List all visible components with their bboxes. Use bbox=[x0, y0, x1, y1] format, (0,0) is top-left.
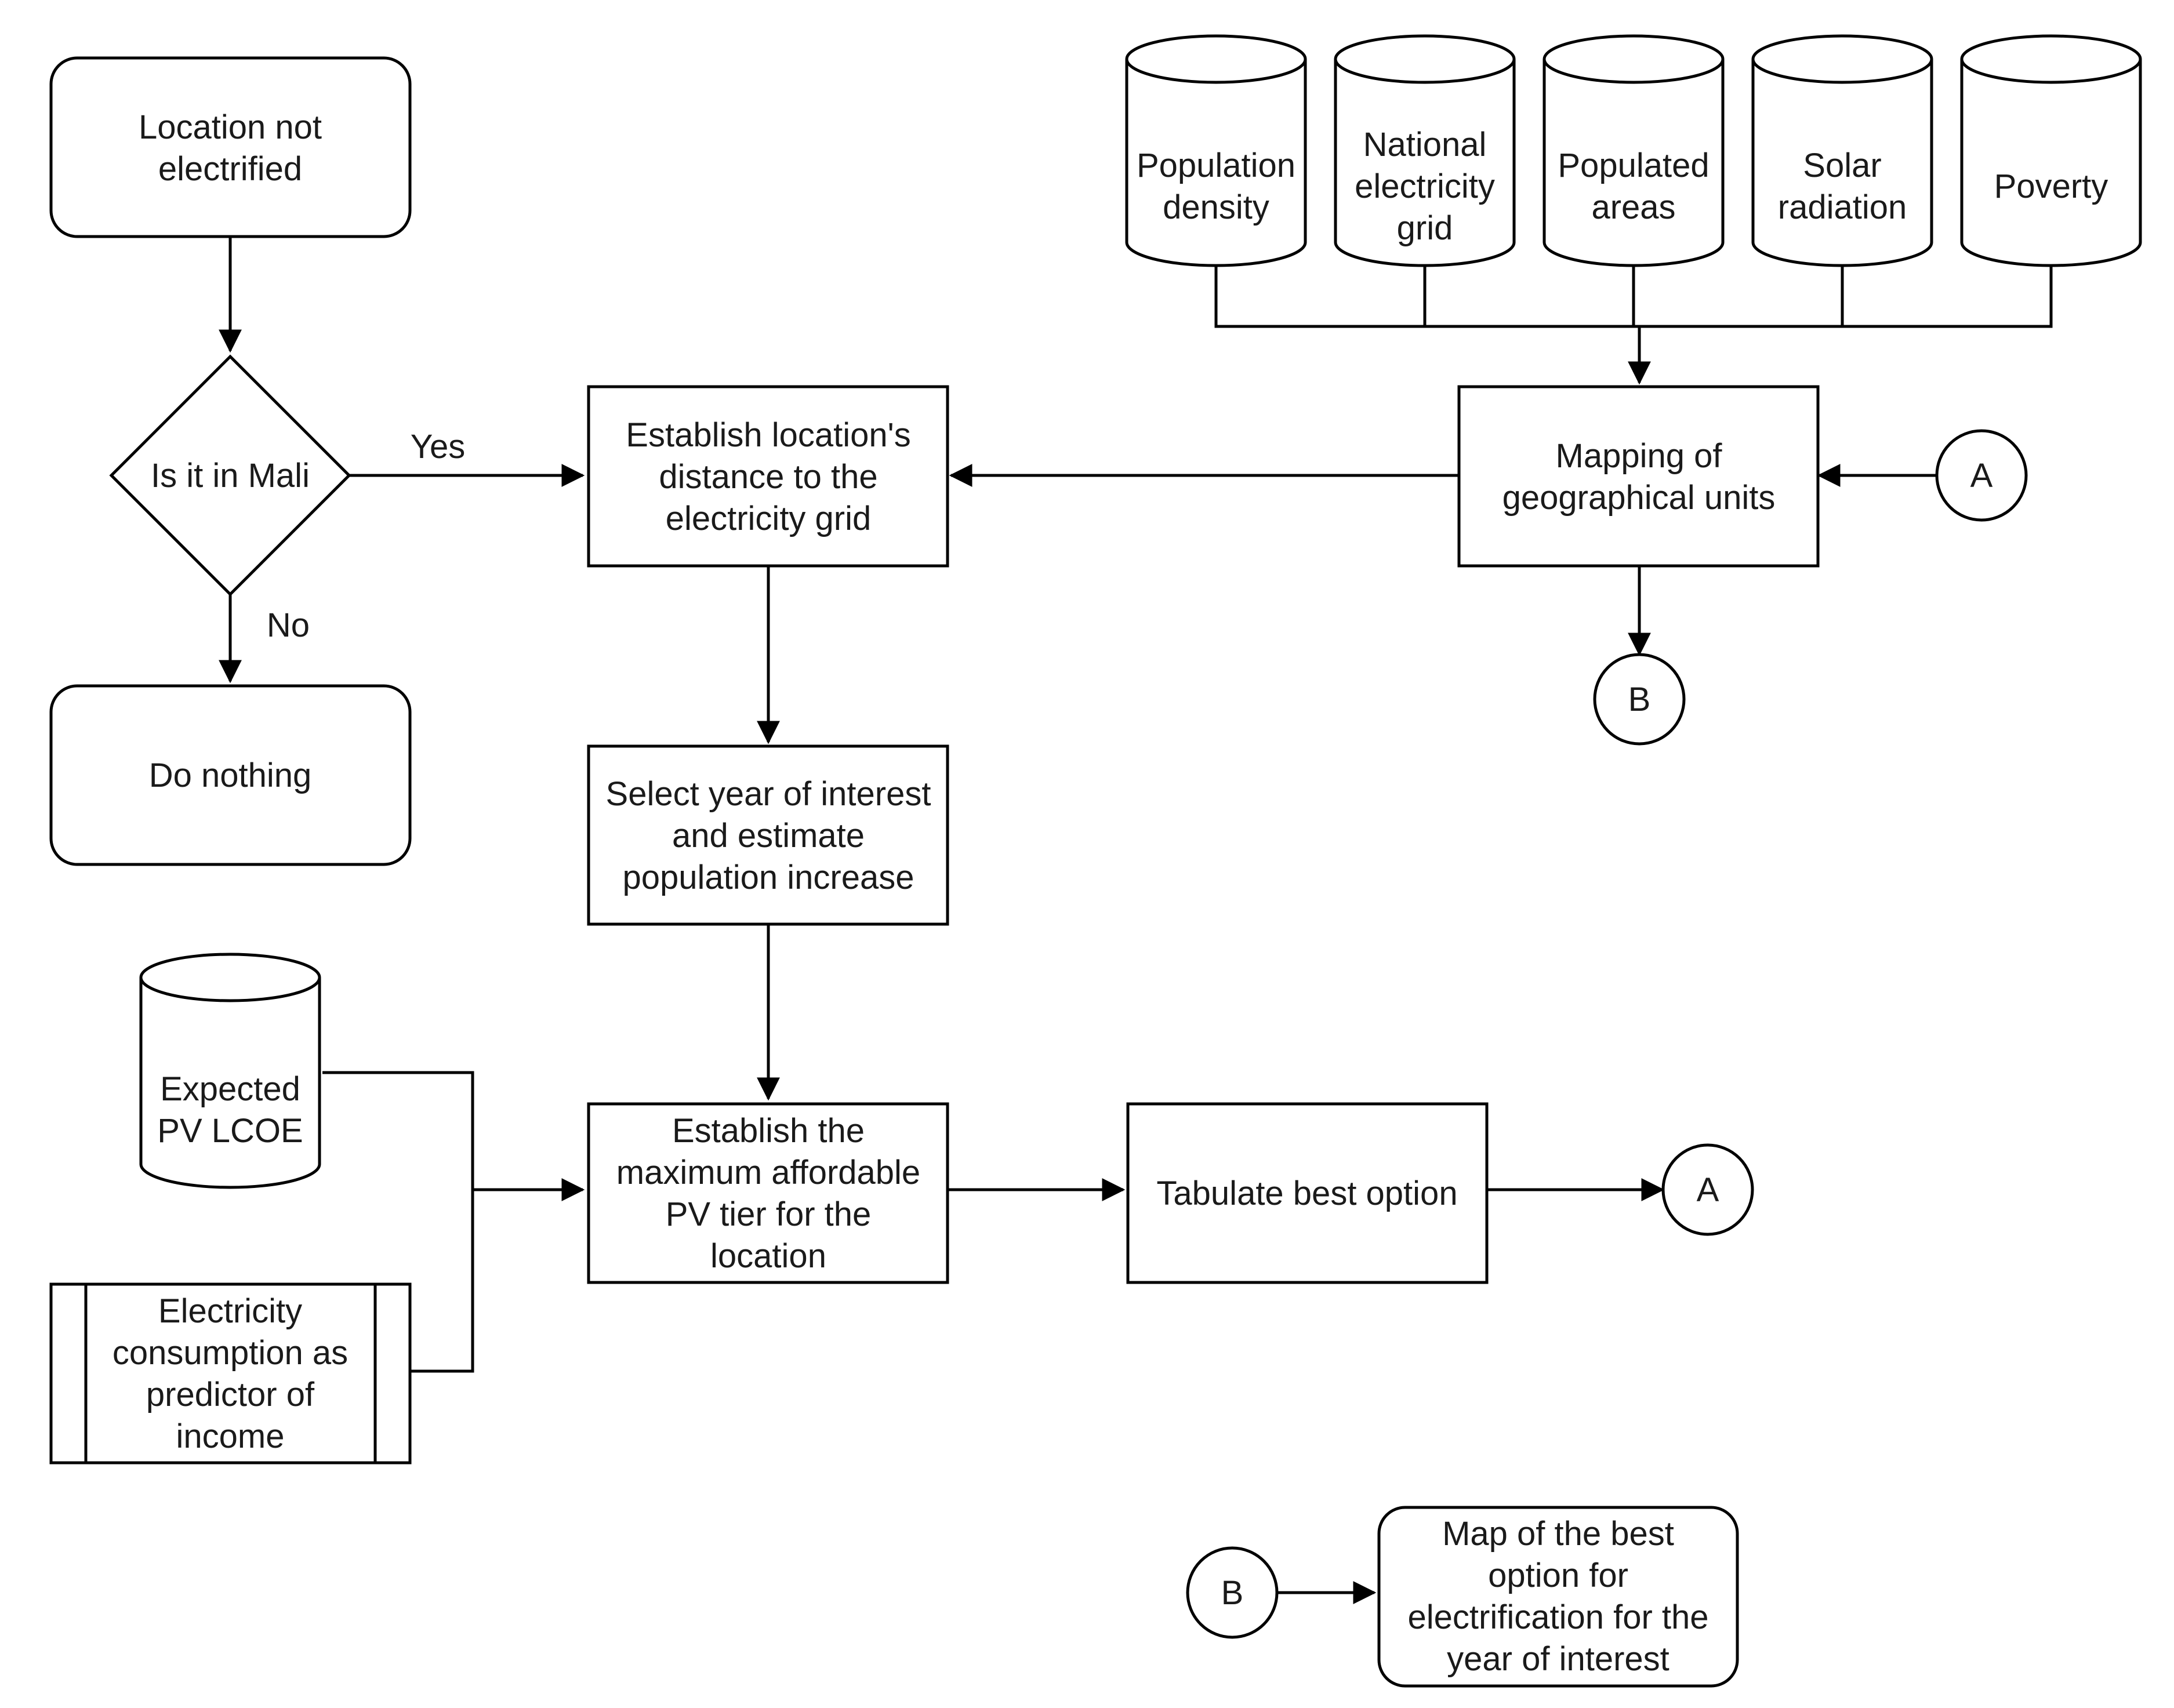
node-do-nothing: Do nothing bbox=[49, 684, 412, 866]
edge-label-yes: Yes bbox=[411, 428, 466, 466]
decision-is-in-mali-label: Is it in Mali bbox=[151, 457, 310, 495]
database-poverty-label: Poverty bbox=[1994, 168, 2108, 205]
connector-b-bottom-label: B bbox=[1221, 1574, 1244, 1612]
connector-a-top: A bbox=[1935, 429, 2028, 522]
connector-b-top-label: B bbox=[1628, 681, 1651, 718]
edge-inputs-to-tier bbox=[322, 1071, 583, 1373]
database-poverty: Poverty bbox=[1960, 34, 2142, 267]
connector-b-bottom: B bbox=[1186, 1546, 1279, 1639]
node-tabulate: Tabulate best option bbox=[1126, 1102, 1489, 1284]
edge-databases-to-mapping bbox=[1214, 267, 2053, 383]
node-tabulate-label: Tabulate best option bbox=[1156, 1175, 1457, 1212]
connector-a-top-label: A bbox=[1970, 457, 1993, 495]
decision-is-in-mali: Is it in Mali bbox=[109, 354, 351, 597]
node-do-nothing-label: Do nothing bbox=[149, 757, 312, 794]
connector-a-bottom-label: A bbox=[1697, 1171, 1719, 1209]
connector-a-bottom: A bbox=[1661, 1143, 1754, 1236]
edge-label-no: No bbox=[267, 606, 310, 644]
edges bbox=[219, 238, 2053, 1604]
connector-b-top: B bbox=[1593, 653, 1686, 746]
